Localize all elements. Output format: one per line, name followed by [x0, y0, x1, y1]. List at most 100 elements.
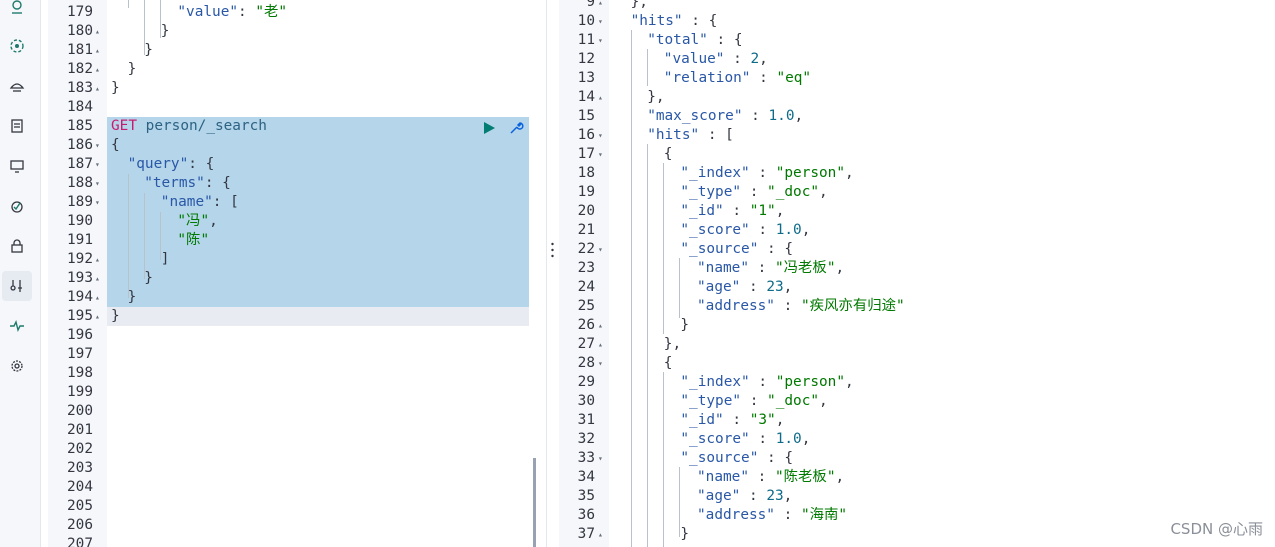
code-line[interactable]: 190"冯",: [48, 212, 538, 231]
run-request-button[interactable]: [482, 121, 496, 135]
code-line[interactable]: 201: [48, 421, 538, 440]
code-line[interactable]: 183▴}: [48, 79, 538, 98]
fold-expand-icon[interactable]: ▴: [95, 255, 100, 264]
code-line[interactable]: 15"max_score" : 1.0,: [559, 107, 1275, 126]
code-line[interactable]: 12"value" : 2,: [559, 50, 1275, 69]
logs-icon[interactable]: [6, 75, 28, 97]
code-line[interactable]: 32"_score" : 1.0,: [559, 430, 1275, 449]
code-line[interactable]: 195▴}: [48, 307, 538, 326]
code-line[interactable]: 25"address" : "疾风亦有归途": [559, 297, 1275, 316]
code-line[interactable]: 30"_type" : "_doc",: [559, 392, 1275, 411]
monitor-icon[interactable]: [6, 155, 28, 177]
code-line[interactable]: 21"_score" : 1.0,: [559, 221, 1275, 240]
dev-tools-icon[interactable]: [2, 271, 32, 301]
graph-icon[interactable]: [6, 35, 28, 57]
code-line[interactable]: 202: [48, 440, 538, 459]
code-line[interactable]: 205: [48, 497, 538, 516]
fold-collapse-icon[interactable]: ▾: [598, 17, 603, 26]
response-editor[interactable]: 9▴},10▾"hits" : {11▾"total" : {12"value"…: [559, 0, 1275, 547]
code-line[interactable]: 10▾"hits" : {: [559, 12, 1275, 31]
fold-expand-icon[interactable]: ▴: [598, 321, 603, 330]
code-line[interactable]: 34"name" : "陈老板",: [559, 468, 1275, 487]
code-line[interactable]: 204: [48, 478, 538, 497]
code-line[interactable]: 16▾"hits" : [: [559, 126, 1275, 145]
code-line[interactable]: 180▴}: [48, 22, 538, 41]
code-line[interactable]: 24"age" : 23,: [559, 278, 1275, 297]
code-line[interactable]: 194▴}: [48, 288, 538, 307]
code-line[interactable]: 18"_index" : "person",: [559, 164, 1275, 183]
code-line[interactable]: 199: [48, 383, 538, 402]
gear-icon[interactable]: [6, 355, 28, 377]
uptime-icon[interactable]: [6, 195, 28, 217]
code-line[interactable]: 207: [48, 535, 538, 547]
code-line[interactable]: 22▾"_source" : {: [559, 240, 1275, 259]
code-line[interactable]: 19"_type" : "_doc",: [559, 183, 1275, 202]
code-line[interactable]: 28▾{: [559, 354, 1275, 373]
code-line[interactable]: 23"name" : "冯老板",: [559, 259, 1275, 278]
code-line[interactable]: 184: [48, 98, 538, 117]
code-line[interactable]: 31"_id" : "3",: [559, 411, 1275, 430]
code-line[interactable]: 189▾"name": [: [48, 193, 538, 212]
fold-collapse-icon[interactable]: ▾: [598, 36, 603, 45]
heartbeat-icon[interactable]: [6, 315, 28, 337]
code-line[interactable]: 20"_id" : "1",: [559, 202, 1275, 221]
fold-collapse-icon[interactable]: ▾: [95, 179, 100, 188]
code-line[interactable]: 13"relation" : "eq": [559, 69, 1275, 88]
fold-collapse-icon[interactable]: ▾: [598, 150, 603, 159]
fold-expand-icon[interactable]: ▴: [95, 274, 100, 283]
panel-resizer[interactable]: [546, 0, 560, 547]
fold-collapse-icon[interactable]: ▾: [598, 359, 603, 368]
code-line[interactable]: 200: [48, 402, 538, 421]
fold-expand-icon[interactable]: ▴: [95, 293, 100, 302]
fold-expand-icon[interactable]: ▴: [598, 93, 603, 102]
code-line[interactable]: 179"value": "老": [48, 3, 538, 22]
code-line[interactable]: 36"address" : "海南": [559, 506, 1275, 525]
code-line[interactable]: 206: [48, 516, 538, 535]
code-line[interactable]: 203: [48, 459, 538, 478]
code-line[interactable]: 193▴}: [48, 269, 538, 288]
fold-expand-icon[interactable]: ▴: [95, 65, 100, 74]
code-line[interactable]: 188▾"terms": {: [48, 174, 538, 193]
code-line[interactable]: 187▾"query": {: [48, 155, 538, 174]
code-line[interactable]: 33▾"_source" : {: [559, 449, 1275, 468]
code-line[interactable]: 29"_index" : "person",: [559, 373, 1275, 392]
fold-collapse-icon[interactable]: ▾: [598, 245, 603, 254]
code-line[interactable]: 9▴},: [559, 0, 1275, 12]
fold-expand-icon[interactable]: ▴: [598, 530, 603, 539]
code-line[interactable]: 35"age" : 23,: [559, 487, 1275, 506]
fold-collapse-icon[interactable]: ▾: [598, 131, 603, 140]
code-line[interactable]: 14▴},: [559, 88, 1275, 107]
fold-expand-icon[interactable]: ▴: [95, 46, 100, 55]
document-icon[interactable]: [6, 115, 28, 137]
drag-handle-icon[interactable]: [551, 242, 554, 258]
code-line[interactable]: 37▴}: [559, 525, 1275, 544]
code-line[interactable]: 27▴},: [559, 335, 1275, 354]
fold-expand-icon[interactable]: ▴: [95, 84, 100, 93]
code-line[interactable]: 26▴}: [559, 316, 1275, 335]
code-line[interactable]: 191"陈": [48, 231, 538, 250]
code-line[interactable]: 196: [48, 326, 538, 345]
fold-expand-icon[interactable]: ▴: [95, 312, 100, 321]
code-line[interactable]: 17▾{: [559, 145, 1275, 164]
fold-expand-icon[interactable]: ▴: [95, 27, 100, 36]
fold-collapse-icon[interactable]: ▾: [95, 198, 100, 207]
code-line[interactable]: 182▴}: [48, 60, 538, 79]
spaces-icon[interactable]: [6, 0, 28, 18]
line-number: 187: [67, 156, 93, 172]
fold-collapse-icon[interactable]: ▾: [95, 141, 100, 150]
fold-expand-icon[interactable]: ▴: [598, 340, 603, 349]
fold-collapse-icon[interactable]: ▾: [598, 454, 603, 463]
security-icon[interactable]: [6, 235, 28, 257]
wrench-icon[interactable]: [508, 120, 524, 136]
fold-expand-icon[interactable]: ▴: [598, 0, 603, 7]
code-line[interactable]: 186▾{: [48, 136, 538, 155]
code-line[interactable]: 181▴}: [48, 41, 538, 60]
request-scrollbar[interactable]: [533, 458, 536, 547]
fold-collapse-icon[interactable]: ▾: [95, 160, 100, 169]
code-line[interactable]: 192▴]: [48, 250, 538, 269]
code-line[interactable]: 197: [48, 345, 538, 364]
code-line[interactable]: 11▾"total" : {: [559, 31, 1275, 50]
code-line[interactable]: 198: [48, 364, 538, 383]
